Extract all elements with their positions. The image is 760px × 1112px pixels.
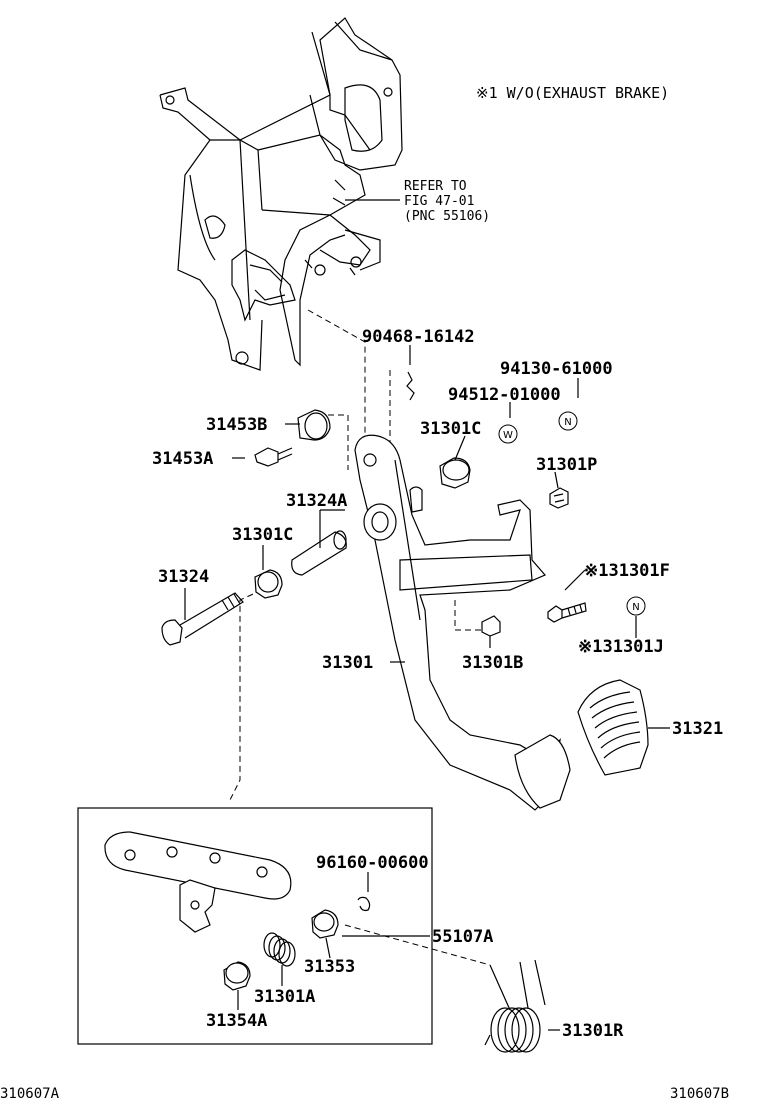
label-31453A: 31453A [152,449,213,469]
label-55107A: 55107A [432,927,493,947]
bushing-31301C-mid [254,569,283,599]
label-31301: 31301 [322,653,373,673]
label-90468: 90468-16142 [362,327,475,347]
label-31301J: ※131301J [578,637,664,657]
footer-right: 310607B [670,1086,729,1102]
footer-left: 310607A [0,1086,60,1102]
link-plate [104,831,292,933]
mark-w: W [498,424,518,444]
bushing-31354A [223,961,251,991]
label-31301C-mid: 31301C [232,525,293,545]
clip-96160 [357,896,371,912]
mark-n2-text: N [632,602,639,613]
label-96160: 96160-00600 [316,853,429,873]
label-31354A: 31354A [206,1011,267,1031]
label-94130: 94130-61000 [500,359,613,379]
brake-pedal-arm [354,434,571,811]
label-31301F: ※131301F [584,561,670,581]
label-31353: 31353 [304,957,355,977]
pedal-bracket [159,17,403,371]
bolt-31324 [161,592,244,646]
label-31301A: 31301A [254,987,315,1007]
label-31324A: 31324A [286,491,347,511]
inset-box [77,807,433,1045]
cotter-pin [406,371,415,401]
refer-line2: FIG 47-01 [404,194,474,209]
return-spring-31301R [484,959,546,1053]
label-94512: 94512-01000 [448,385,561,405]
pedal-pad-31321 [577,679,649,776]
mark-n1: N [558,411,578,431]
label-31453B: 31453B [206,415,267,435]
bushing-31301C-top [439,457,471,489]
label-31301P: 31301P [536,455,597,475]
pin-31324A [291,530,347,576]
bolt-31301B [481,615,501,637]
mark-n1-text: N [564,417,571,428]
bolt-31453A [254,447,293,467]
label-31321: 31321 [672,719,723,739]
label-31301B: 31301B [462,653,523,673]
bushing-31453B [297,409,331,441]
mark-n2: N [626,596,646,616]
refer-line1: REFER TO [404,179,467,194]
label-31324: 31324 [158,567,209,587]
mark-w-text: W [503,430,513,441]
refer-line3: (PNC 55106) [404,209,490,224]
clip-31301P [549,487,569,509]
label-31301R: 31301R [562,1021,624,1041]
bolt-31301F [547,569,587,623]
note-text: ※1 W/O(EXHAUST BRAKE) [476,84,669,102]
bushing-31353 [311,909,339,939]
leader-lines [184,345,670,1031]
spring-31301A [263,932,296,967]
label-31301C-top: 31301C [420,419,481,439]
